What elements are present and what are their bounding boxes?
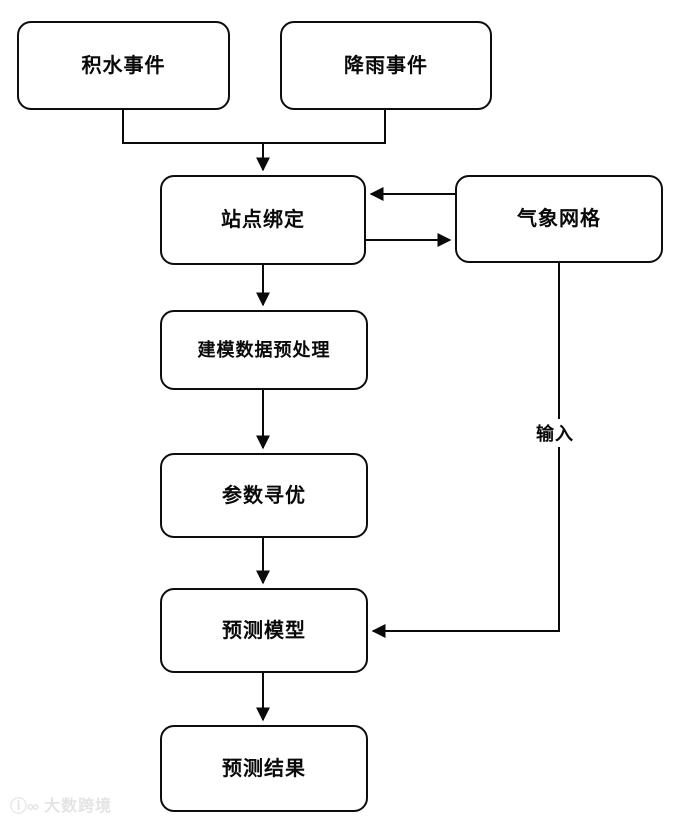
node-station-binding[interactable]: 站点绑定 <box>160 175 366 265</box>
node-label: 预测结果 <box>222 757 306 780</box>
node-label: 建模数据预处理 <box>197 340 331 360</box>
node-label: 站点绑定 <box>221 209 305 231</box>
watermark: ⓘ∞ 大数跨境 <box>10 798 112 815</box>
node-rainfall-event[interactable]: 降雨事件 <box>280 21 492 110</box>
node-prediction-model[interactable]: 预测模型 <box>160 588 368 673</box>
node-label: 参数寻优 <box>222 484 306 507</box>
watermark-text: 大数跨境 <box>44 797 113 815</box>
node-param-optimization[interactable]: 参数寻优 <box>160 453 368 538</box>
node-ponding-event[interactable]: 积水事件 <box>17 21 230 110</box>
edge-label-input: 输入 <box>533 419 577 447</box>
node-label: 气象网格 <box>517 208 601 230</box>
node-data-preprocess[interactable]: 建模数据预处理 <box>160 310 368 390</box>
edge-rainfall-to-binding <box>263 110 386 144</box>
node-label: 预测模型 <box>222 619 306 642</box>
node-label: 积水事件 <box>81 54 166 77</box>
watermark-logo-icon: ⓘ∞ <box>10 797 40 816</box>
node-prediction-result[interactable]: 预测结果 <box>160 725 368 812</box>
node-label: 降雨事件 <box>344 54 428 77</box>
node-weather-grid[interactable]: 气象网格 <box>455 175 663 263</box>
edge-ponding-to-binding <box>122 110 263 144</box>
edge-grid-to-model <box>371 263 560 638</box>
